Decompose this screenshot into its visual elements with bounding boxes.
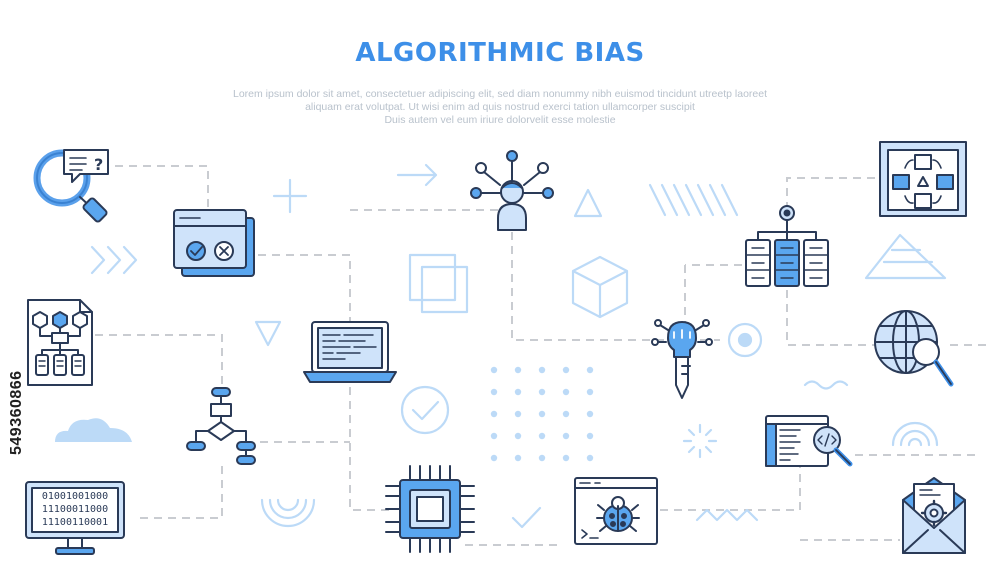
dot <box>586 388 594 396</box>
triangle-decoration <box>573 188 603 218</box>
dot <box>490 366 498 374</box>
dot <box>514 432 522 440</box>
dot <box>538 388 546 396</box>
check-circle-decoration <box>400 385 450 435</box>
cloud-decoration <box>55 418 132 442</box>
cpu-chip-icon <box>385 465 475 553</box>
binary-monitor-icon: 01001001000 11100011000 11100110001 <box>25 481 125 555</box>
dot <box>514 410 522 418</box>
dot-grid-decoration <box>490 366 594 462</box>
dot <box>586 432 594 440</box>
dot <box>490 410 498 418</box>
dot <box>562 366 570 374</box>
laptop-code-icon <box>303 321 397 383</box>
dot <box>490 432 498 440</box>
stock-id-watermark: 549360866 <box>8 370 25 455</box>
dot <box>538 454 546 462</box>
flowchart-icon <box>186 387 256 465</box>
question-mark: ? <box>94 155 103 174</box>
binary-line: 01001001000 <box>42 491 108 502</box>
person-network-icon <box>470 150 554 231</box>
down-triangle-decoration <box>254 320 282 347</box>
dot <box>586 410 594 418</box>
chevrons-decoration <box>90 245 138 275</box>
dot <box>562 410 570 418</box>
dot <box>538 366 546 374</box>
target-decoration <box>727 322 763 358</box>
wave-decoration <box>803 380 849 390</box>
half-circle-decoration <box>260 498 316 528</box>
description-line: Lorem ipsum dolor sit amet, consectetuer… <box>232 88 768 100</box>
server-tree-icon <box>745 205 829 287</box>
plus-decoration <box>272 178 308 214</box>
description-text: Lorem ipsum dolor sit amet, consectetuer… <box>170 88 830 127</box>
binary-line: 11100110001 <box>42 517 108 528</box>
decorations <box>90 163 947 529</box>
dot <box>562 388 570 396</box>
document-flowchart-icon <box>27 299 93 386</box>
squares-decoration <box>408 253 469 314</box>
bulb-key-icon <box>651 319 713 399</box>
arrow-decoration <box>396 163 438 187</box>
description-line: Duis autem vel eum iriure dolorvelit ess… <box>384 114 616 126</box>
dot <box>562 454 570 462</box>
dot <box>490 454 498 462</box>
diagonal-lines-decoration <box>648 183 739 217</box>
dot <box>586 366 594 374</box>
zigzag-decoration <box>695 508 759 522</box>
flow-board-icon <box>879 141 967 217</box>
dot <box>538 432 546 440</box>
dot <box>514 366 522 374</box>
burst-decoration <box>682 423 718 459</box>
code-search-window-icon <box>765 415 853 467</box>
globe-search-icon <box>874 310 954 387</box>
binary-line: 11100011000 <box>42 504 108 515</box>
dot <box>514 454 522 462</box>
dot <box>586 454 594 462</box>
dot <box>490 388 498 396</box>
mail-settings-icon <box>902 477 966 554</box>
description-line: aliquam erat volutpat. Ut wisi enim ad q… <box>305 101 695 113</box>
approve-reject-window-icon <box>173 209 255 277</box>
pyramid-decoration <box>864 233 947 280</box>
bug-window-icon <box>574 477 658 545</box>
dot <box>514 388 522 396</box>
dot <box>538 410 546 418</box>
search-question-icon: ? <box>33 149 109 223</box>
check-decoration <box>511 506 542 529</box>
cube-decoration <box>571 255 629 319</box>
page-title: ALGORITHMIC BIAS <box>355 38 645 68</box>
rainbow-decoration <box>891 421 939 447</box>
dot <box>562 432 570 440</box>
